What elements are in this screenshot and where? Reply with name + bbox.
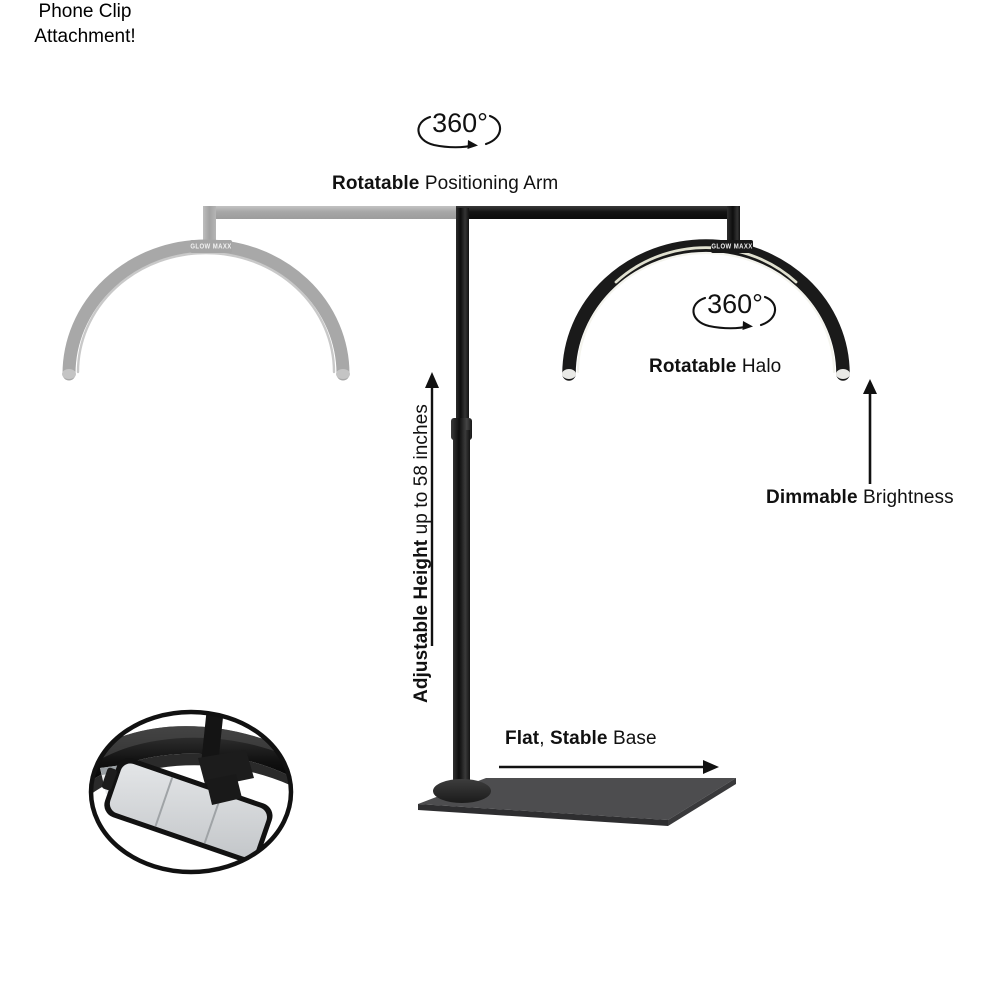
telescoping-pole-upper xyxy=(456,208,469,430)
label-dimmable-bold: Dimmable xyxy=(766,487,858,508)
phone-clip-inset-photo xyxy=(88,709,294,875)
halo-ring xyxy=(556,222,856,387)
label-positioning-arm-bold: Rotatable xyxy=(332,173,420,194)
label-phone-clip-attachment: Phone Clip Attachment! xyxy=(0,0,170,49)
label-flat-stable-base: Flat, Stable Base xyxy=(505,727,657,751)
positioning-arm-elbow xyxy=(727,206,740,250)
base-mounting-flange xyxy=(433,779,491,803)
rotation-360-halo-icon: 360° xyxy=(683,283,788,340)
label-base-bold-flat: Flat xyxy=(505,728,540,749)
label-dimmable-brightness: Dimmable Brightness xyxy=(766,486,954,510)
label-positioning-arm: Rotatable Positioning Arm xyxy=(332,172,558,196)
halo-ghost-brand-logo: GLOW MAXX xyxy=(190,240,232,253)
label-phone-clip-line1: Phone Clip xyxy=(38,1,132,22)
label-height-regular: up to 58 inches xyxy=(411,404,432,540)
svg-text:360°: 360° xyxy=(432,108,488,138)
halo-brand-text: GLOW MAXX xyxy=(711,242,753,251)
dimmable-arrow-up-icon xyxy=(863,379,877,484)
label-dimmable-regular: Brightness xyxy=(857,487,954,508)
label-base-separator: , xyxy=(539,728,550,749)
label-height-bold: Adjustable Height xyxy=(411,539,432,703)
telescoping-pole-lower xyxy=(453,430,470,790)
positioning-arm xyxy=(456,206,740,219)
rotation-360-arm-icon: 360° xyxy=(408,102,513,159)
label-rotatable-halo-bold: Rotatable xyxy=(649,356,737,377)
positioning-arm-ghost xyxy=(203,206,461,219)
svg-text:360°: 360° xyxy=(707,289,763,319)
label-adjustable-height: Adjustable Height up to 58 inches xyxy=(410,404,434,703)
height-arrow-up-icon xyxy=(425,372,439,646)
base-plate xyxy=(418,778,736,826)
label-rotatable-halo-regular: Halo xyxy=(736,356,782,377)
label-rotatable-halo: Rotatable Halo xyxy=(649,355,781,379)
label-base-bold-stable: Stable xyxy=(549,728,608,749)
label-positioning-arm-regular: Positioning Arm xyxy=(419,173,559,194)
base-arrow-right-icon xyxy=(499,760,719,774)
label-phone-clip-line2: Attachment! xyxy=(34,25,136,47)
label-base-regular: Base xyxy=(607,728,657,749)
positioning-arm-ghost-elbow xyxy=(203,206,216,250)
halo-brand-logo: GLOW MAXX xyxy=(711,240,753,253)
halo-ghost-brand-text: GLOW MAXX xyxy=(190,242,232,251)
